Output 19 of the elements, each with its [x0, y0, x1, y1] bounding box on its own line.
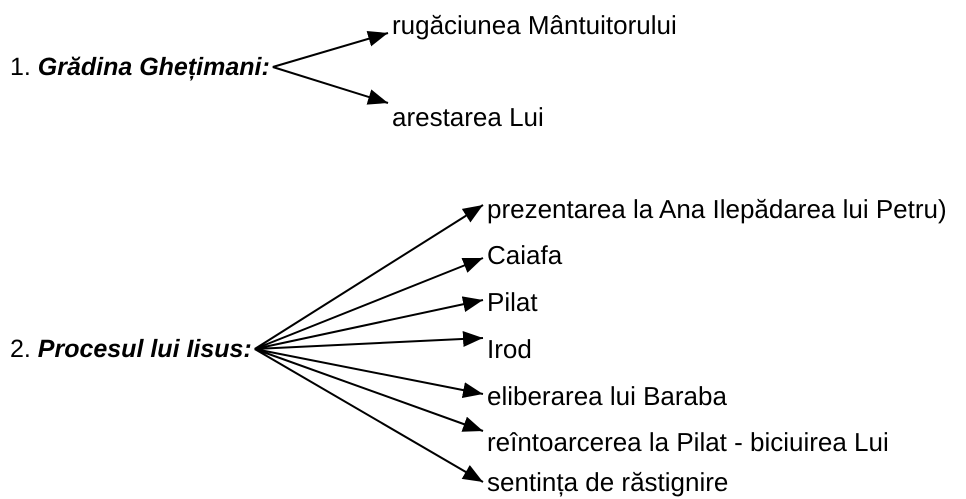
arrow	[272, 66, 388, 105]
event-label: reîntoarcerea la Pilat - biciuirea Lui	[487, 427, 889, 457]
event-label: arestarea Lui	[392, 102, 544, 132]
event-label: Caiafa	[487, 240, 562, 270]
arrow	[254, 296, 484, 350]
event-label: prezentarea la Ana Ilepădarea lui Petru)	[487, 194, 947, 224]
event-label: sentința de răstignire	[487, 467, 728, 497]
arrow	[254, 204, 484, 350]
section-heading: 1. Grădina Ghețimani:	[10, 53, 270, 81]
arrow	[254, 348, 484, 483]
event-label: Irod	[487, 334, 532, 364]
arrow	[254, 257, 484, 350]
section-heading: 2. Procesul lui Iisus:	[10, 335, 252, 363]
event-label: eliberarea lui Baraba	[487, 381, 727, 411]
arrow	[254, 348, 484, 398]
arrow	[272, 31, 388, 68]
event-label: Pilat	[487, 287, 538, 317]
event-label: rugăciunea Mântuitorului	[392, 10, 677, 40]
arrow	[254, 348, 484, 432]
